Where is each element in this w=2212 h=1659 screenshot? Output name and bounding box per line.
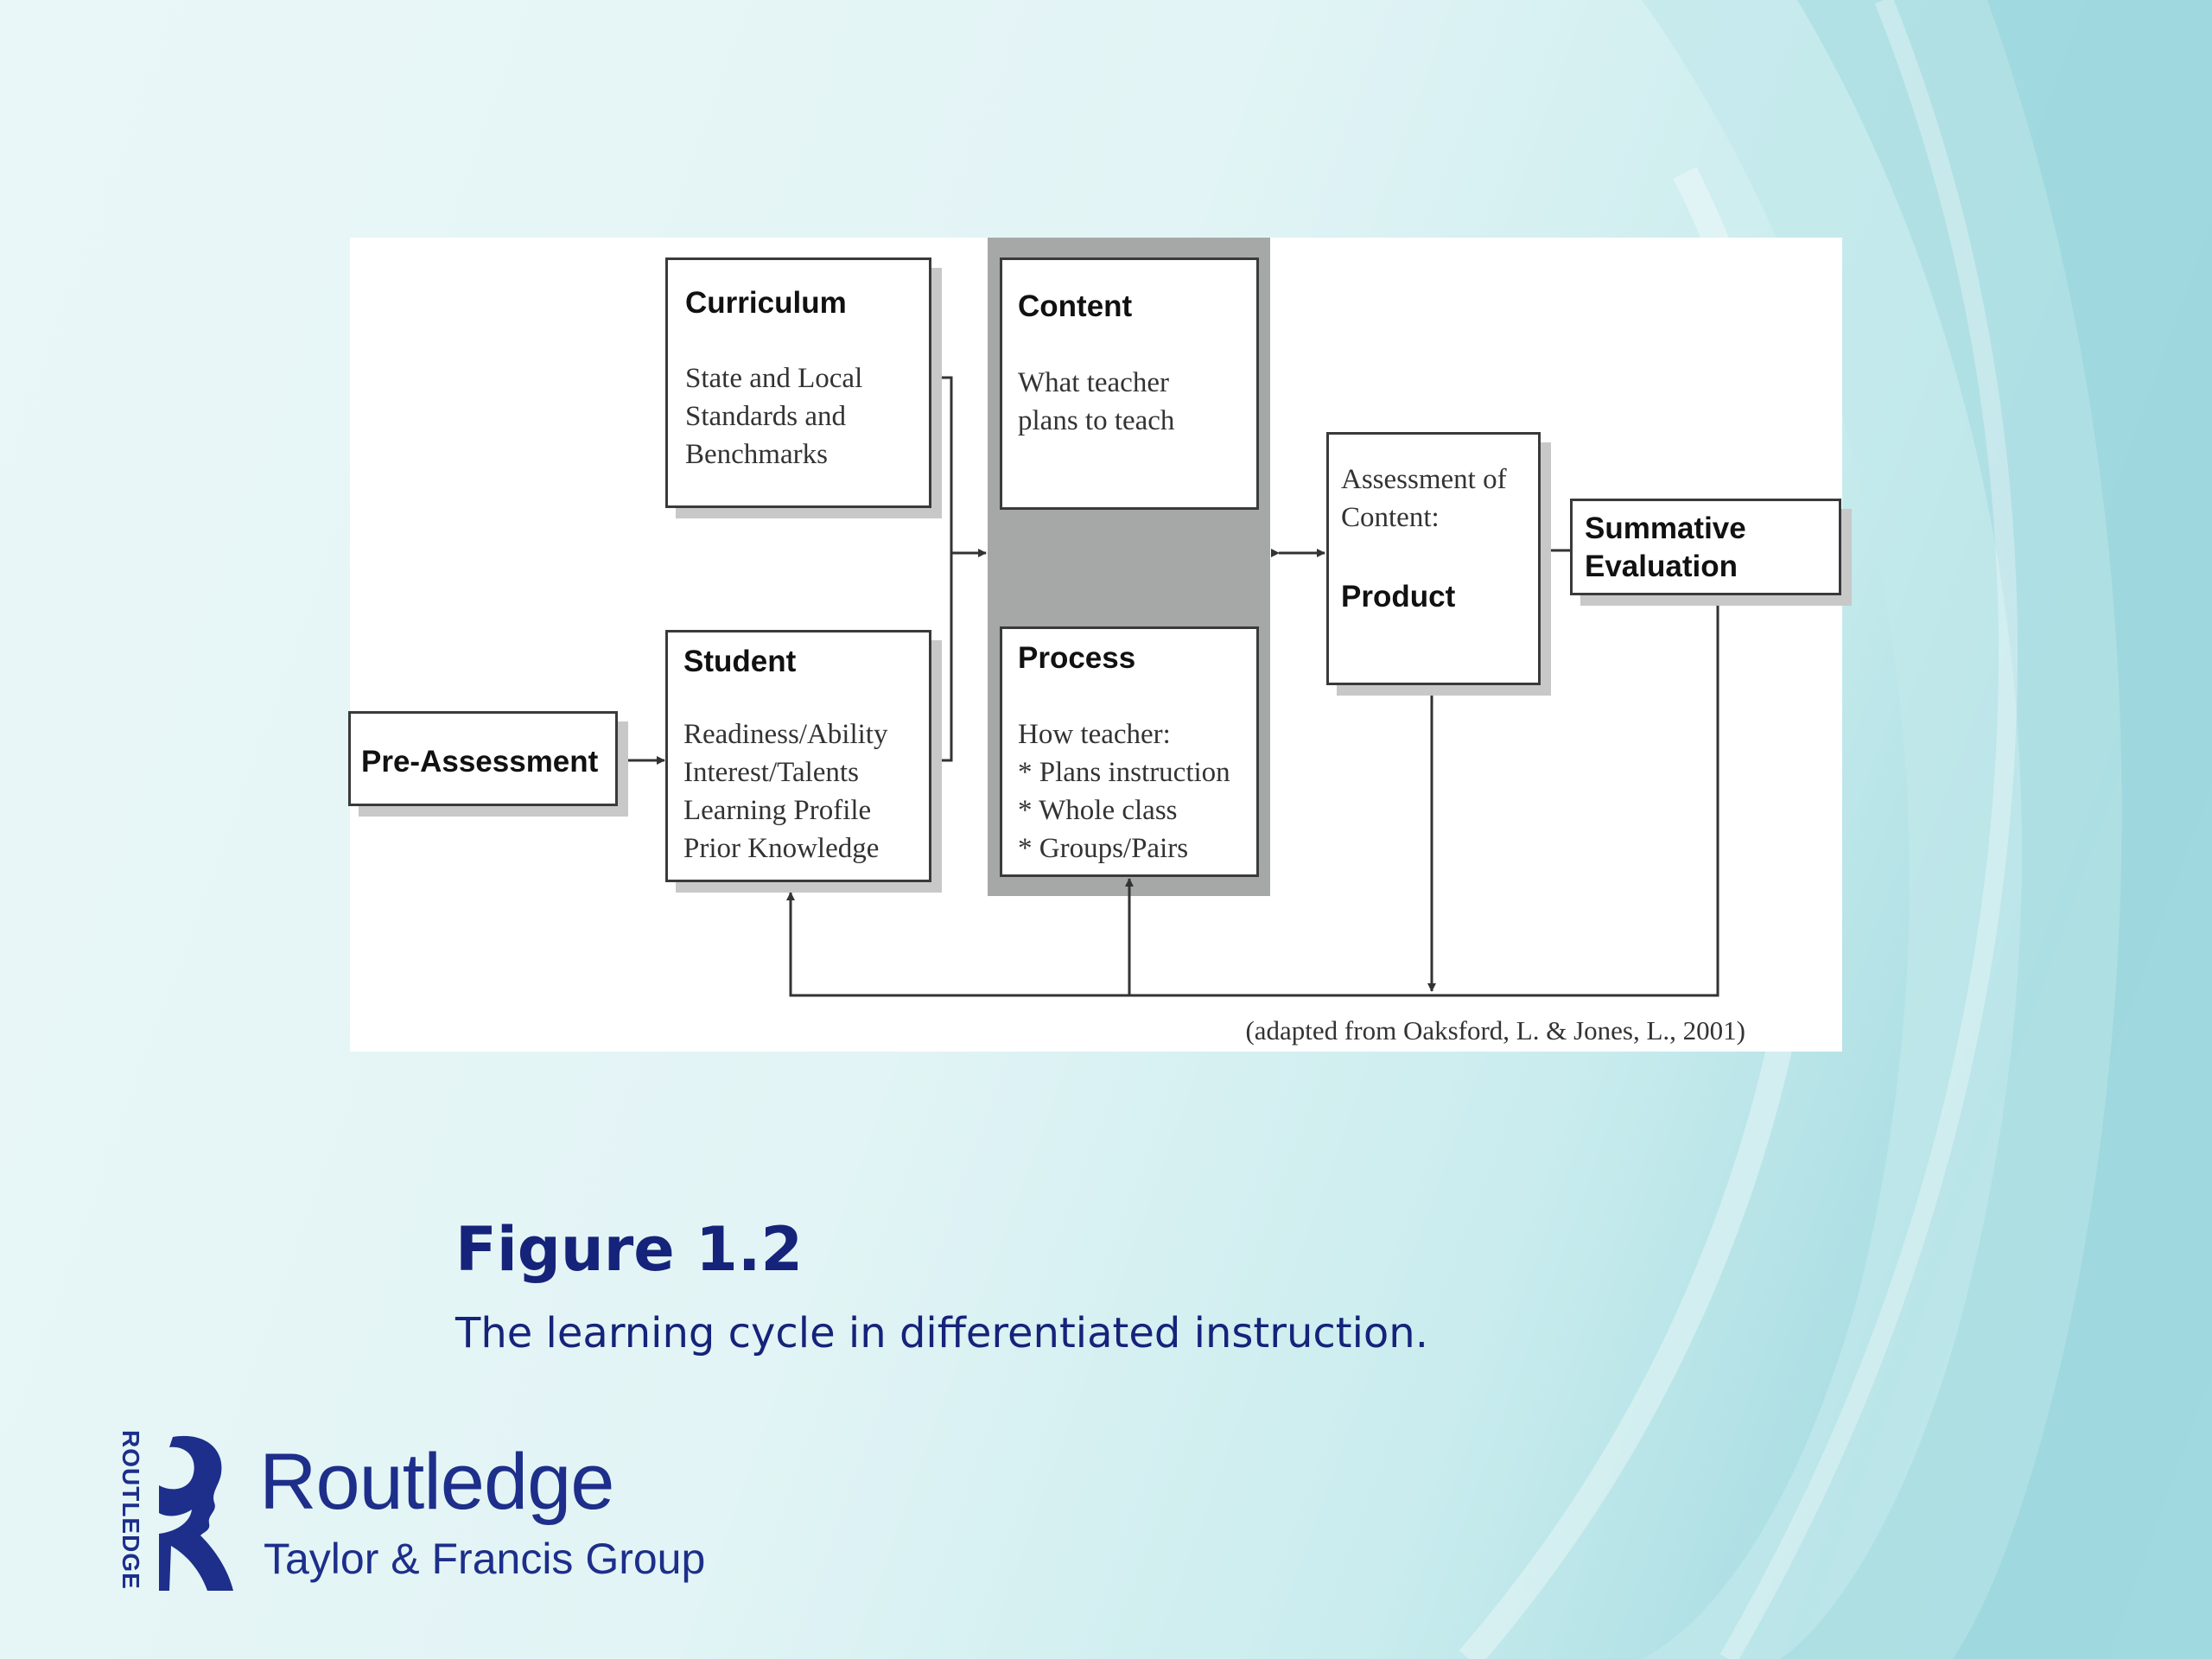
- product-line: Assessment of: [1341, 464, 1507, 495]
- content-box: Content What teacher plans to teach: [1000, 257, 1259, 510]
- routledge-logo: ROUTLEDGE Routledge Taylor & Francis Gro…: [118, 1430, 709, 1599]
- student-line: Learning Profile: [683, 795, 872, 826]
- curriculum-title: Curriculum: [685, 286, 847, 320]
- summative-line: Evaluation: [1585, 550, 1738, 583]
- student-line: Interest/Talents: [683, 757, 859, 788]
- figure-label: Figure 1.2: [455, 1214, 804, 1285]
- student-box: Student Readiness/Ability Interest/Talen…: [665, 630, 931, 882]
- content-title: Content: [1018, 289, 1133, 323]
- curriculum-line: Standards and: [685, 401, 847, 432]
- process-box: Process How teacher: * Plans instruction…: [1000, 626, 1259, 877]
- routledge-name: Routledge: [259, 1438, 614, 1526]
- student-line: Prior Knowledge: [683, 833, 880, 864]
- figure-caption: The learning cycle in differentiated ins…: [455, 1309, 1428, 1357]
- pre-assessment-title: Pre-Assessment: [361, 745, 599, 779]
- process-line: * Groups/Pairs: [1018, 833, 1189, 864]
- summative-text: Summative Evaluation: [1585, 510, 1746, 586]
- figure-panel: Curriculum State and Local Standards and…: [348, 238, 1842, 1052]
- content-text: What teacher plans to teach: [1018, 364, 1174, 440]
- process-line: * Plans instruction: [1018, 757, 1230, 788]
- feedback-loop: [786, 605, 1719, 997]
- curriculum-text: State and Local Standards and Benchmarks: [685, 359, 862, 474]
- citation: (adapted from Oaksford, L. & Jones, L., …: [1245, 1015, 1745, 1046]
- product-text: Assessment of Content:: [1341, 461, 1507, 537]
- curriculum-line: State and Local: [685, 363, 863, 394]
- student-title: Student: [683, 645, 797, 678]
- product-line: Content:: [1341, 502, 1440, 533]
- summative-line: Summative: [1585, 512, 1746, 545]
- taylor-francis-group: Taylor & Francis Group: [264, 1535, 706, 1583]
- content-line: plans to teach: [1018, 405, 1175, 436]
- process-line: How teacher:: [1018, 719, 1171, 750]
- product-box: Assessment of Content: Product: [1326, 432, 1541, 685]
- process-text: How teacher: * Plans instruction * Whole…: [1018, 715, 1230, 868]
- curriculum-box: Curriculum State and Local Standards and…: [665, 257, 931, 508]
- content-line: What teacher: [1018, 367, 1169, 398]
- curriculum-line: Benchmarks: [685, 439, 828, 470]
- product-title: Product: [1341, 580, 1456, 613]
- routledge-head-logo-icon: [159, 1435, 233, 1591]
- pre-assessment-box: Pre-Assessment: [348, 711, 618, 806]
- process-title: Process: [1018, 641, 1136, 675]
- student-line: Readiness/Ability: [683, 719, 888, 750]
- student-text: Readiness/Ability Interest/Talents Learn…: [683, 715, 887, 868]
- bracket-connector: [936, 376, 953, 762]
- process-line: * Whole class: [1018, 795, 1178, 826]
- routledge-vertical-text: ROUTLEDGE: [118, 1430, 144, 1590]
- summative-evaluation-box: Summative Evaluation: [1570, 499, 1841, 595]
